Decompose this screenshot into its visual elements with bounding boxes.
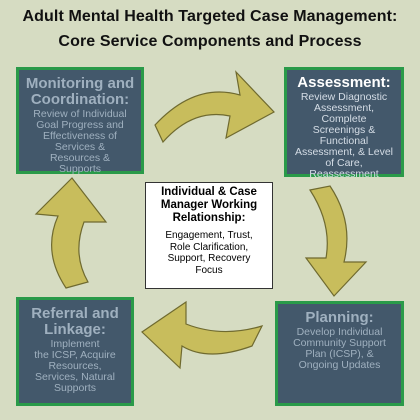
working-relationship-box: Individual & Case Manager Working Relati… [145, 182, 273, 289]
arrow-to-planning [304, 185, 368, 297]
monitoring-heading: Monitoring and Coordination: [25, 75, 135, 108]
assessment-description: Review Diagnostic Assessment, Complete S… [294, 91, 394, 180]
referral-linkage-box: Referral and Linkage: Implement the ICSP… [16, 297, 134, 406]
referral-description: Implement the ICSP, Acquire Resources, S… [34, 338, 116, 394]
planning-description: Develop Individual Community Support Pla… [293, 326, 386, 371]
planning-box: Planning: Develop Individual Community S… [275, 301, 404, 406]
monitoring-coordination-box: Monitoring and Coordination: Review of I… [16, 67, 144, 175]
assessment-box: Assessment: Review Diagnostic Assessment… [284, 67, 404, 180]
arrow-to-assessment [154, 70, 275, 144]
arrow-to-referral [141, 300, 264, 370]
monitoring-description: Review of Individual Goal Progress and E… [33, 108, 127, 175]
referral-heading: Referral and Linkage: [31, 305, 119, 338]
relationship-description: Engagement, Trust, Role Clarification, S… [165, 230, 253, 276]
assessment-heading: Assessment: [297, 74, 391, 91]
relationship-heading: Individual & Case Manager Working Relati… [160, 186, 258, 224]
diagram-title-line-2: Core Service Components and Process [58, 33, 362, 50]
diagram-title-line-1: Adult Mental Health Targeted Case Manage… [22, 8, 398, 25]
planning-heading: Planning: [305, 309, 374, 326]
arrow-to-monitoring [34, 177, 108, 289]
